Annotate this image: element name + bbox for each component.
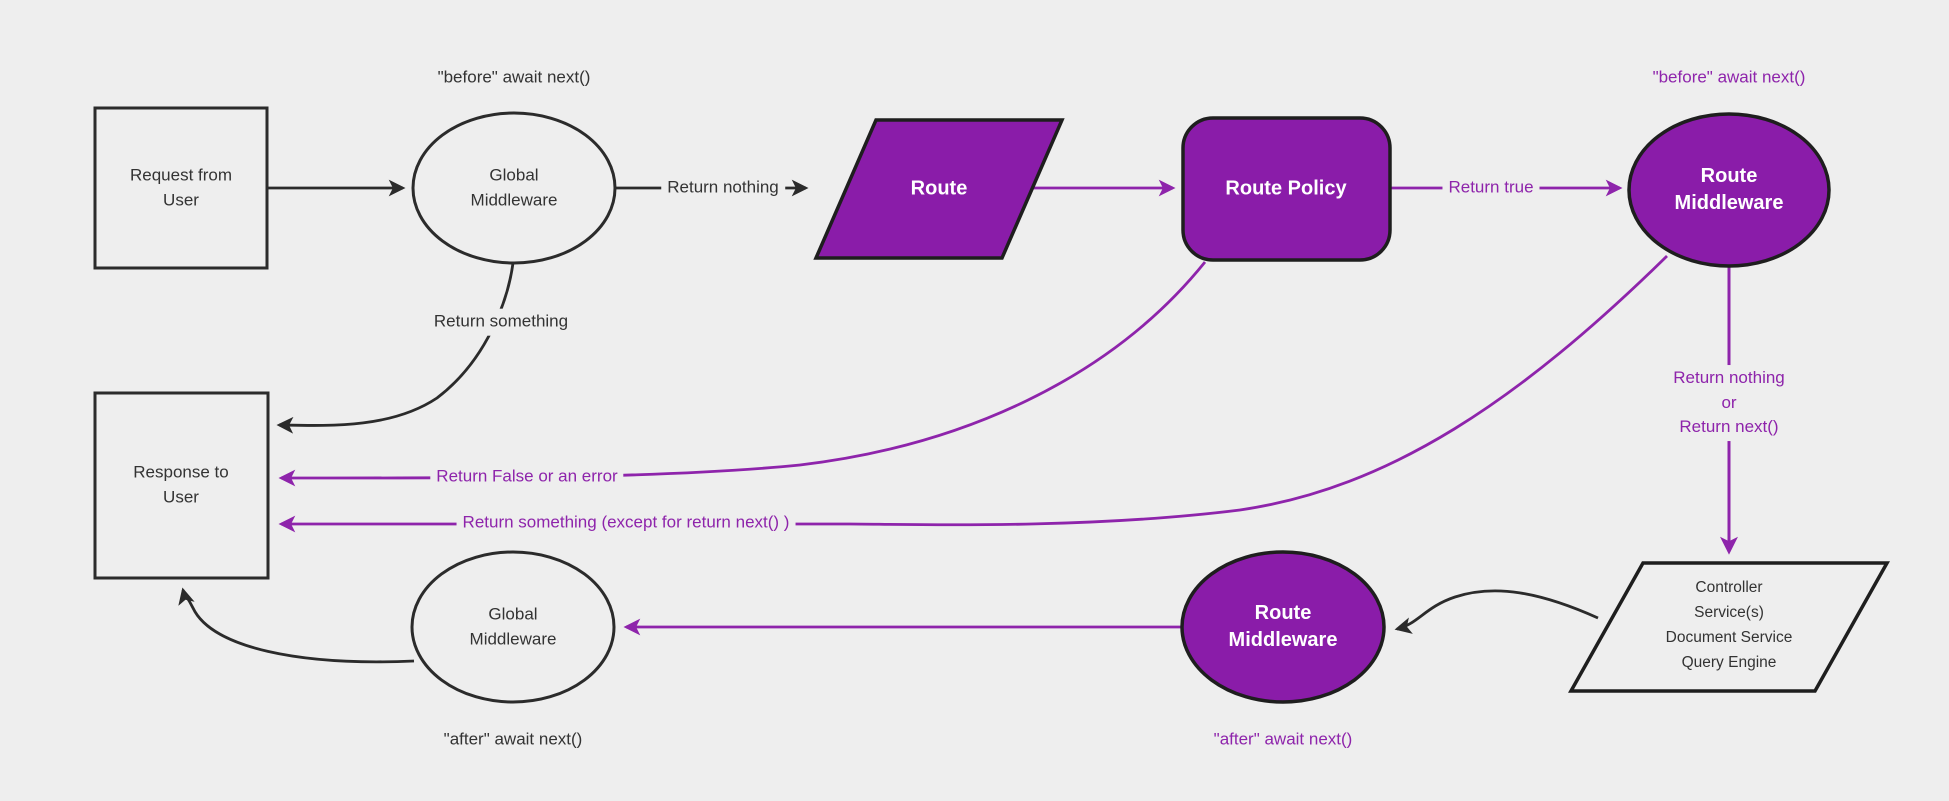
edge-route-middleware-return-something-to-response [278, 254, 1668, 533]
route-middleware-top-node [1627, 112, 1831, 268]
route-node [813, 118, 1065, 260]
global-middleware-bottom-node [410, 550, 616, 704]
request-from-user-node [93, 106, 269, 270]
edge-controller-to-route-middleware-bottom [1394, 589, 1599, 634]
edge-global-middleware-return-something-to-response [276, 262, 515, 434]
response-to-user-node [93, 391, 270, 580]
global-middleware-top-node [411, 111, 617, 265]
controller-services-node [1568, 561, 1890, 693]
route-middleware-bottom-node [1180, 550, 1386, 704]
route-policy-node [1181, 116, 1392, 262]
edge-global-middleware-bottom-to-response [178, 587, 415, 664]
edge-route-policy-return-false-to-response [278, 261, 1207, 487]
